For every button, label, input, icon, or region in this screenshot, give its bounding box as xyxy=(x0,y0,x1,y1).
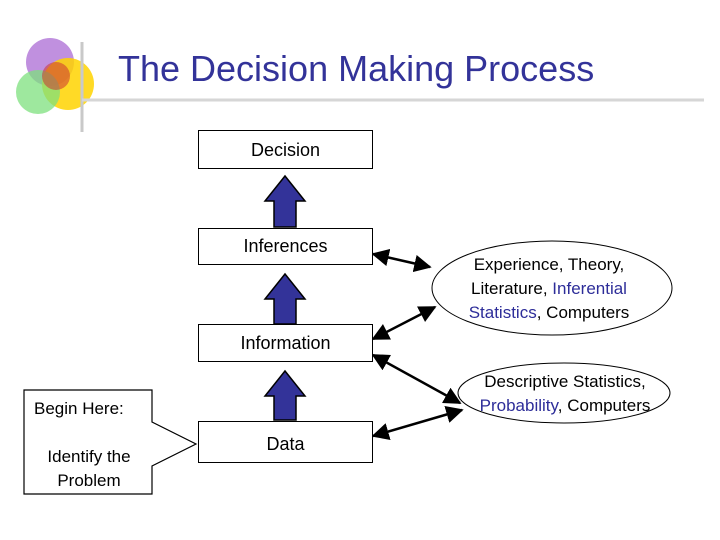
step-inferences: Inferences xyxy=(198,228,373,265)
step-data-label: Data xyxy=(266,434,305,454)
connector-data-oval xyxy=(371,406,464,440)
step-inferences-label: Inferences xyxy=(243,236,328,256)
step-information-label: Information xyxy=(240,333,331,353)
identify-problem-label: Identify the Problem xyxy=(47,447,131,490)
arrow-information-to-inferences xyxy=(263,272,307,325)
page-title: The Decision Making Process xyxy=(118,48,595,89)
inference-sources-oval xyxy=(431,240,673,336)
step-information: Information xyxy=(198,324,373,362)
begin-here-pointer xyxy=(23,389,198,495)
connector-information-lower-oval xyxy=(371,353,462,405)
connector-information-oval xyxy=(371,305,437,341)
connector-inferences-oval xyxy=(371,248,432,273)
step-decision-label: Decision xyxy=(250,140,321,160)
information-sources-text: Descriptive Statistics, Probability, Com… xyxy=(479,372,651,415)
arrow-inferences-to-decision xyxy=(263,174,307,228)
begin-here-label: Begin Here: xyxy=(34,399,124,418)
step-decision: Decision xyxy=(198,130,373,169)
arrow-data-to-information xyxy=(263,369,307,421)
step-data: Data xyxy=(198,421,373,463)
inference-sources-text: Experience, Theory, Literature, Inferent… xyxy=(468,255,630,322)
